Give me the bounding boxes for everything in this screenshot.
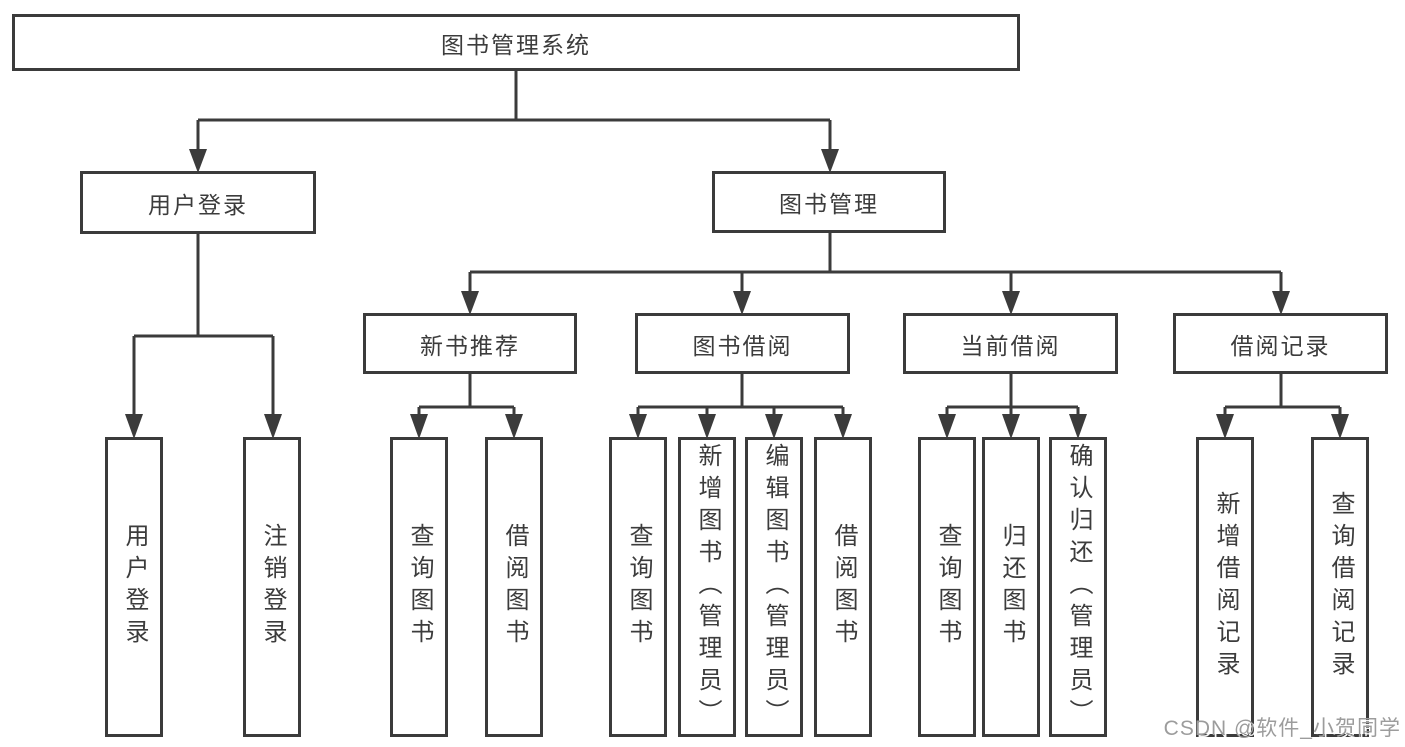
arrowhead (698, 414, 716, 439)
arrowhead (1002, 414, 1020, 439)
connector-borrowing-records-to-leaves (1216, 374, 1349, 439)
node-leaf-return-books: 归还图书 (982, 437, 1040, 737)
leaf-label: 新增借阅记录 (1212, 491, 1239, 683)
leaf-label: 查询图书 (625, 523, 652, 651)
watermark: CSDN @软件_小贺同学 (1163, 717, 1401, 740)
leaf-label: 查询图书 (934, 523, 961, 651)
leaf-label: 新增图书（管理员） (694, 443, 721, 731)
arrowhead (629, 414, 647, 439)
node-leaf-query-books-borrowing: 查询图书 (609, 437, 667, 737)
node-leaf-add-books-admin: 新增图书（管理员） (678, 437, 736, 737)
node-book-management-label: 图书管理 (779, 191, 879, 217)
node-leaf-edit-books-admin: 编辑图书（管理员） (745, 437, 803, 737)
node-book-borrowing: 图书借阅 (635, 313, 850, 374)
leaf-label: 借阅图书 (830, 523, 857, 651)
arrowhead (125, 414, 143, 439)
arrowhead (1002, 291, 1020, 315)
arrowhead (461, 291, 479, 315)
arrowhead (1272, 291, 1290, 315)
arrowhead (938, 414, 956, 439)
connector-root-to-level2 (189, 70, 839, 173)
node-leaf-query-borrow-record: 查询借阅记录 (1311, 437, 1369, 737)
connector-user-login-to-leaves (125, 234, 282, 439)
leaf-label: 用户登录 (121, 523, 148, 651)
arrowhead (765, 414, 783, 439)
leaf-label: 归还图书 (998, 523, 1025, 651)
arrowhead (410, 414, 428, 439)
node-leaf-user-login: 用户登录 (105, 437, 163, 737)
node-new-book-recommend-label: 新书推荐 (420, 332, 520, 359)
node-current-borrowing-label: 当前借阅 (960, 332, 1061, 359)
connector-current-borrowing-to-leaves (938, 374, 1087, 439)
arrowhead (505, 414, 523, 439)
node-borrowing-records: 借阅记录 (1173, 313, 1388, 374)
node-current-borrowing: 当前借阅 (903, 313, 1118, 374)
node-user-login: 用户登录 (80, 171, 316, 234)
node-leaf-borrow-books: 借阅图书 (814, 437, 872, 737)
node-leaf-confirm-return-admin: 确认归还（管理员） (1049, 437, 1107, 737)
connector-book-management-to-level3 (461, 233, 1290, 315)
leaf-label: 编辑图书（管理员） (761, 443, 788, 731)
arrowhead (1331, 414, 1349, 439)
connector-new-book-recommend-to-leaves (410, 374, 523, 439)
leaf-label: 借阅图书 (501, 523, 528, 651)
arrowhead (189, 149, 207, 173)
leaf-label: 确认归还（管理员） (1065, 443, 1092, 731)
leaf-label: 查询图书 (406, 523, 433, 651)
node-user-login-label: 用户登录 (148, 191, 248, 218)
node-leaf-logout: 注销登录 (243, 437, 301, 737)
node-root-label: 图书管理系统 (441, 31, 591, 58)
node-leaf-borrow-books-recommend: 借阅图书 (485, 437, 543, 737)
node-leaf-query-books-recommend: 查询图书 (390, 437, 448, 737)
arrowhead (733, 291, 751, 315)
node-root: 图书管理系统 (12, 14, 1020, 71)
arrowhead (834, 414, 852, 439)
node-borrowing-records-label: 借阅记录 (1230, 332, 1331, 359)
node-new-book-recommend: 新书推荐 (363, 313, 577, 374)
connector-book-borrowing-to-leaves (629, 374, 852, 439)
arrowhead (264, 414, 282, 439)
arrowhead (1069, 414, 1087, 439)
leaf-label: 查询借阅记录 (1327, 491, 1354, 683)
leaf-label: 注销登录 (259, 523, 286, 651)
node-leaf-query-books-current: 查询图书 (918, 437, 976, 737)
node-book-management: 图书管理 (712, 171, 946, 233)
arrowhead (1216, 414, 1234, 439)
node-book-borrowing-label: 图书借阅 (692, 332, 793, 359)
arrowhead (821, 149, 839, 173)
node-leaf-add-borrow-record: 新增借阅记录 (1196, 437, 1254, 737)
